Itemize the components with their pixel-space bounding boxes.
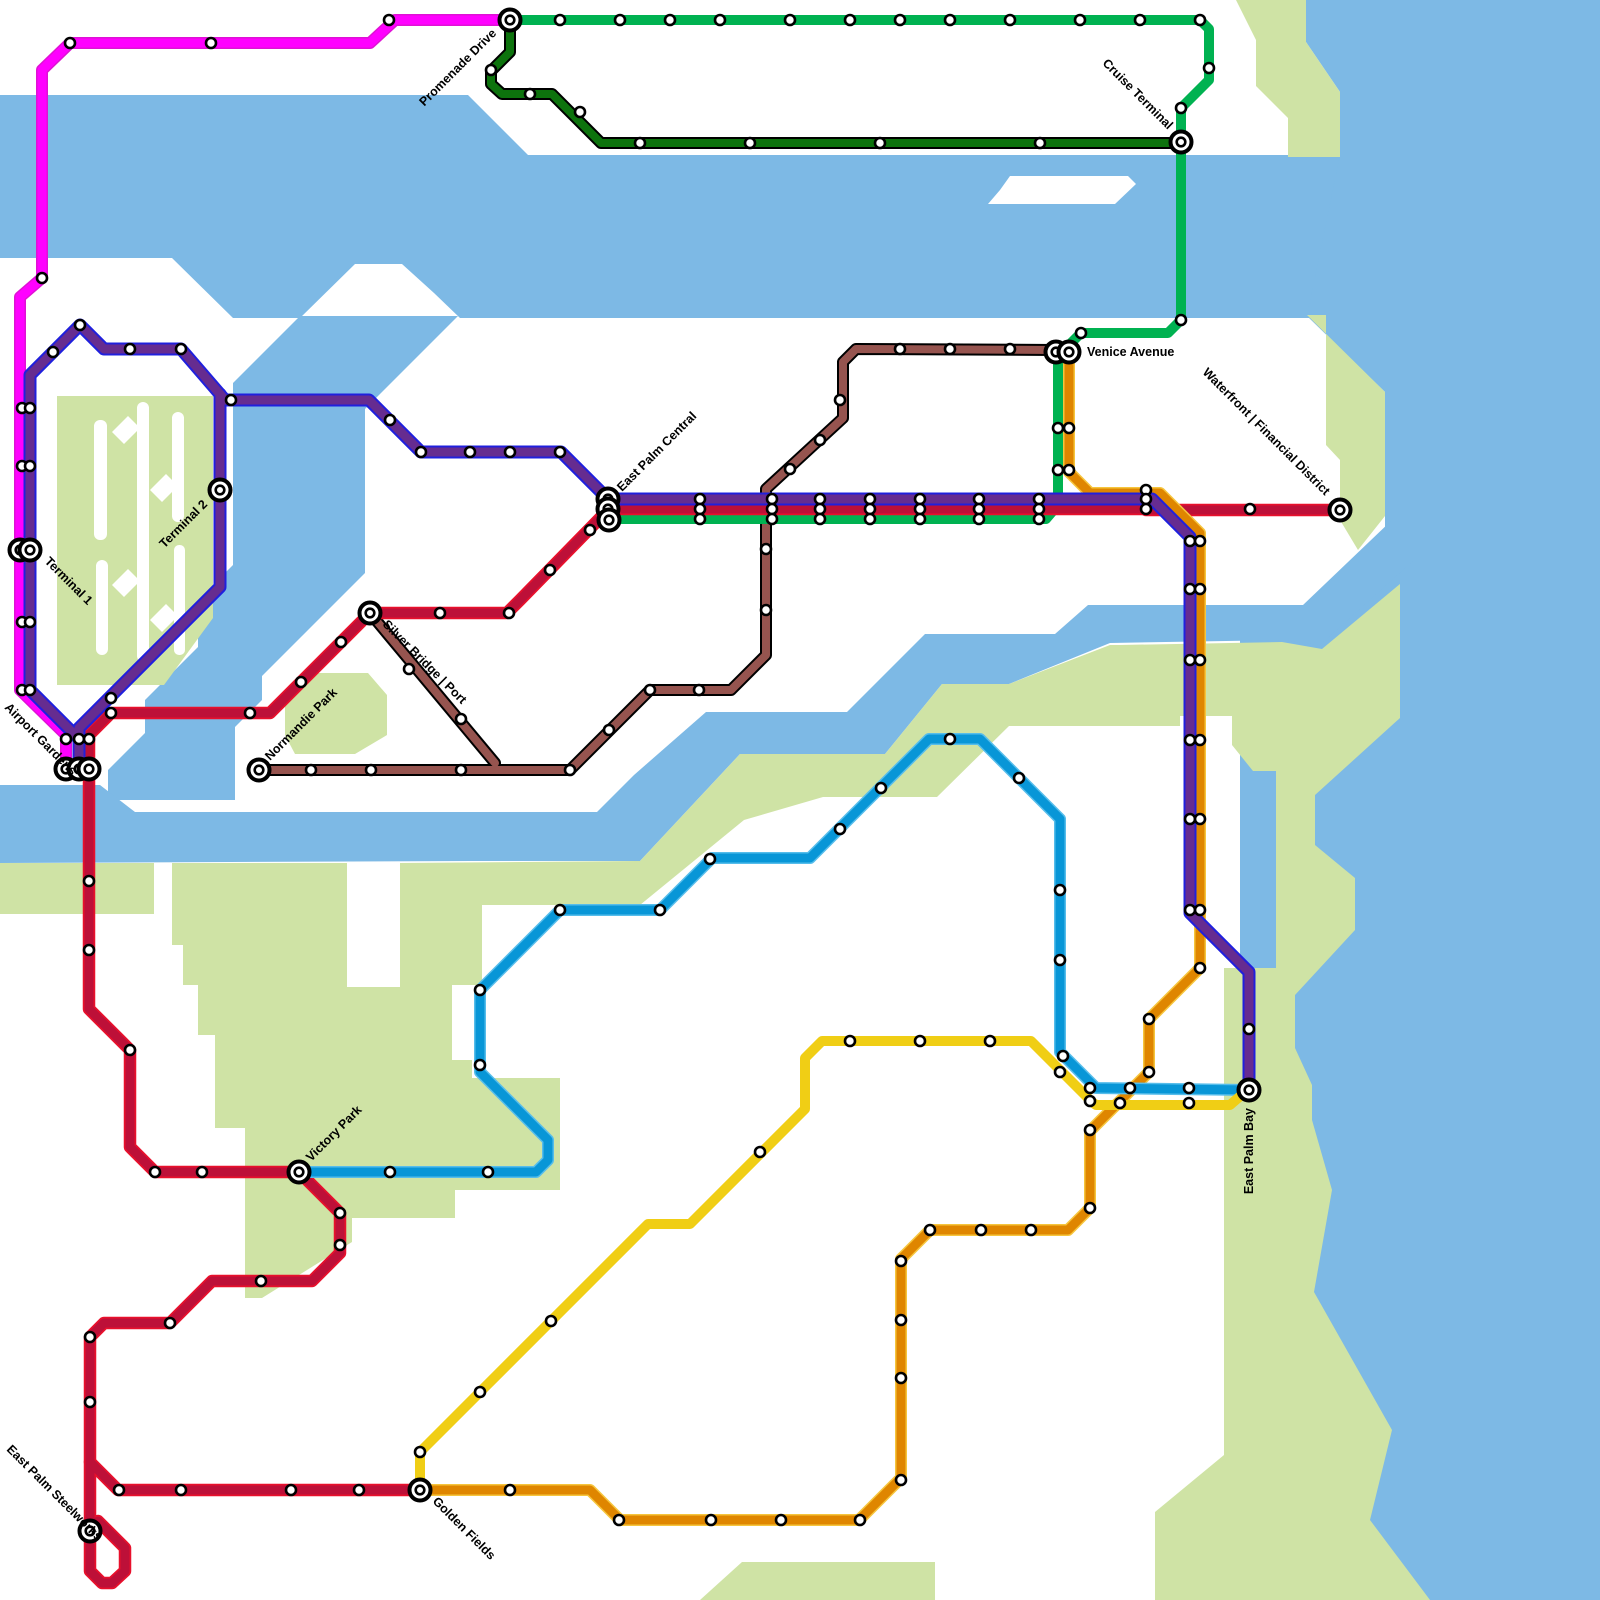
svg-text:East Palm Bay: East Palm Bay — [1242, 1108, 1256, 1194]
svg-text:Venice Avenue: Venice Avenue — [1087, 345, 1174, 359]
